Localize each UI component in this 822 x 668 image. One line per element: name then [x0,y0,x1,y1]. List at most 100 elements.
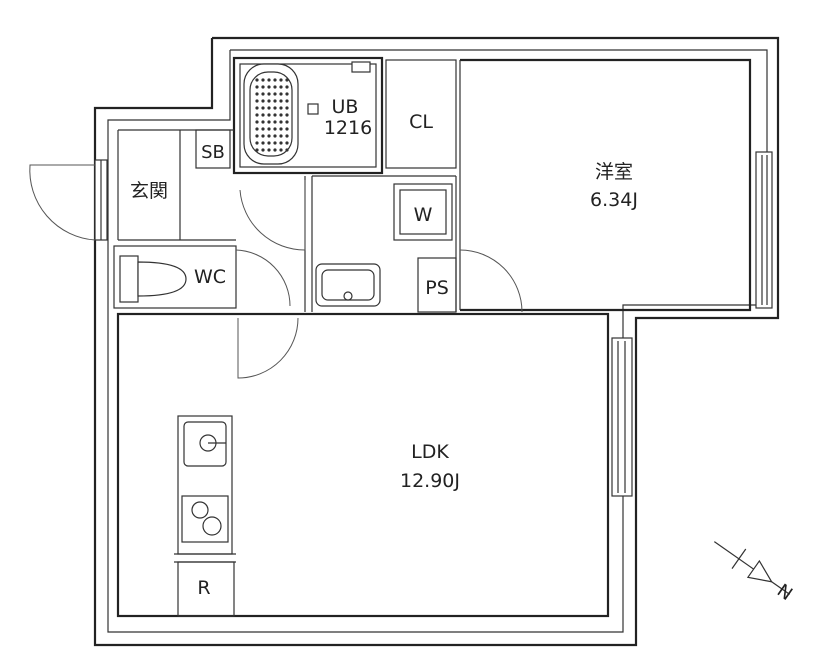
ub-size: 1216 [324,117,372,139]
tub-texture-dot [267,148,271,152]
western-room-size: 6.34J [590,189,638,211]
stove [181,495,229,543]
tub-texture-dot [273,134,277,138]
tub-texture-dot [261,78,265,82]
tub-texture-dot [267,120,271,124]
tub-texture-dot [255,78,259,82]
tub-texture-dot [279,148,283,152]
tub-texture-dot [255,85,259,89]
tub-texture-dot [267,141,271,145]
tub-texture-dot [255,148,259,152]
tub-texture-dot [285,141,289,145]
tub-texture-dot [255,120,259,124]
wc-label: WC [194,266,226,288]
shoe-box-label: SB [201,142,225,163]
tub-texture-dot [273,113,277,117]
tub-texture-dot [255,106,259,110]
tub-texture-dot [261,85,265,89]
tub-texture-dot [255,134,259,138]
tub-texture-dot [267,99,271,103]
ldk-size: 12.90J [400,470,460,492]
tub-texture-dot [255,113,259,117]
kitchen-sink [183,421,227,467]
pipe-space-label: PS [425,277,449,299]
tub-texture-dot [261,99,265,103]
ldk-label: LDK [411,441,449,463]
tub-texture-dot [267,92,271,96]
tub-texture-dot [279,99,283,103]
ldk-room-outline [116,312,610,618]
pipe-space-outline [417,257,457,313]
tub-texture-dot [261,141,265,145]
tub-texture-dot [261,134,265,138]
tub-texture-dot [261,148,265,152]
tub-texture-dot [273,78,277,82]
tub-texture-dot [285,148,289,152]
tub-texture-dot [279,134,283,138]
interior-doors[interactable] [235,180,523,379]
tub-texture-dot [255,99,259,103]
tub-texture-dot [261,113,265,117]
north-letter: N [773,580,796,605]
tub-texture-dot [261,120,265,124]
closet-outline [385,59,457,169]
tub-texture-dot [255,141,259,145]
tub-texture-dot [255,127,259,131]
interior-walls [113,56,752,618]
tub-texture-dot [261,92,265,96]
washing-machine-label: W [414,204,433,226]
fridge-space-outline [177,561,235,617]
tub-texture-dot [273,99,277,103]
entrance-door[interactable] [29,159,108,241]
bath-unit-outline [232,56,384,175]
tub-texture-dot [279,78,283,82]
tub-texture-dot [267,78,271,82]
tub-texture-dot [267,85,271,89]
tub-texture-dot [279,106,283,110]
western-room-label: 洋室 [595,161,633,183]
tub-texture-dot [279,127,283,131]
tub-texture-dot [261,127,265,131]
tub-texture-dot [261,106,265,110]
tub-texture-dot [279,85,283,89]
windows [611,151,773,497]
washing-machine-space [393,183,453,241]
tub-texture-dot [285,106,289,110]
tub-texture-dot [273,148,277,152]
ldk-window [611,337,633,497]
entrance-label: 玄関 [130,180,168,202]
tub-texture-dot [273,141,277,145]
tub-texture-dot [273,85,277,89]
tub-texture-dot [267,127,271,131]
fridge-label: R [197,577,210,599]
north-arrow-icon: N [713,541,796,605]
washbasin [315,263,381,307]
toilet [119,255,187,303]
tub-texture-dot [279,120,283,124]
tub-texture-dot [285,113,289,117]
bathtub [243,61,371,165]
tub-texture-dot [285,127,289,131]
tub-texture-dot [285,120,289,124]
tub-texture-dot [273,106,277,110]
tub-texture-dot [279,92,283,96]
western-room-window [755,151,773,309]
tub-texture-dot [267,134,271,138]
closet-label: CL [409,111,433,133]
tub-texture-dot [267,113,271,117]
tub-texture-dot [285,85,289,89]
ub-label: UB [332,96,359,118]
tub-texture-dot [273,127,277,131]
tub-texture-dot [267,106,271,110]
tub-texture-dot [285,99,289,103]
tub-texture-dot [279,141,283,145]
tub-texture-dot [273,120,277,124]
shoe-box-outline [195,129,231,169]
tub-texture-dot [279,113,283,117]
tub-texture-dot [285,78,289,82]
outer-walls [93,36,780,647]
tub-texture-dot [285,92,289,96]
tub-texture-dot [285,134,289,138]
wc-outline [113,245,237,309]
